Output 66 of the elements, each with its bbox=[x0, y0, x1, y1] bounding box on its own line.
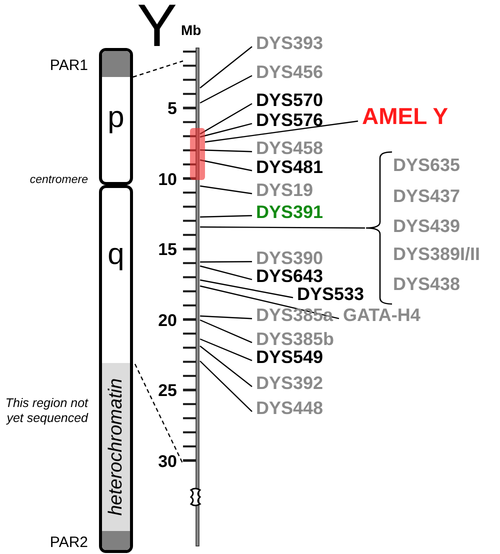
locus-label: DYS549 bbox=[256, 348, 324, 366]
locus-label: DYS458 bbox=[256, 139, 324, 157]
leader-line bbox=[200, 279, 294, 298]
title: Y bbox=[137, 0, 178, 56]
leader-line bbox=[204, 120, 358, 143]
locus-label: DYS576 bbox=[256, 111, 324, 129]
locus-label: DYS481 bbox=[256, 158, 324, 176]
highlight-bar bbox=[190, 128, 205, 180]
chromosome-arm bbox=[99, 48, 133, 185]
leader-line bbox=[200, 185, 252, 194]
leader-line bbox=[200, 315, 252, 320]
locus-label: DYS385a bbox=[256, 306, 334, 324]
leader-line bbox=[200, 346, 252, 388]
locus-label: DYS390 bbox=[256, 249, 324, 267]
band bbox=[102, 531, 130, 550]
tick-label: 15 bbox=[157, 241, 177, 258]
locus-label: DYS448 bbox=[256, 399, 324, 417]
leader-line bbox=[200, 265, 252, 280]
tick-label: 30 bbox=[157, 452, 177, 470]
locus-label: DYS389I/II bbox=[393, 245, 480, 263]
region-label: heterochromatin bbox=[106, 378, 126, 516]
locus-label: DYS533 bbox=[297, 285, 364, 303]
leader-line bbox=[200, 261, 252, 263]
tick-label: 10 bbox=[157, 170, 177, 188]
arm-label: q bbox=[106, 240, 126, 270]
leader-line bbox=[132, 60, 184, 78]
band bbox=[102, 51, 130, 77]
locus-label: DYS456 bbox=[256, 63, 324, 81]
locus-label: DYS392 bbox=[256, 374, 324, 392]
chromosome-arm bbox=[99, 185, 133, 553]
leader-line bbox=[200, 319, 252, 344]
leader-line bbox=[200, 360, 252, 412]
locus-label: DYS438 bbox=[393, 275, 460, 293]
locus-label: AMEL Y bbox=[362, 105, 448, 128]
locus-label: DYS437 bbox=[393, 187, 460, 205]
band-label: PAR2 bbox=[48, 535, 88, 550]
region-label: centromere bbox=[28, 175, 88, 186]
leader-line bbox=[200, 285, 340, 320]
tick-label: 5 bbox=[166, 100, 177, 117]
leader-line bbox=[200, 103, 252, 135]
locus-label: GATA-H4 bbox=[343, 306, 420, 324]
tick-label: 20 bbox=[157, 312, 177, 328]
leader-line bbox=[200, 215, 252, 218]
leader-line bbox=[200, 159, 252, 172]
heterochromatin-band bbox=[102, 363, 130, 531]
leader-line bbox=[134, 364, 184, 464]
locus-label: DYS19 bbox=[256, 181, 314, 199]
leader-line bbox=[200, 226, 365, 229]
leader-line bbox=[200, 149, 252, 152]
leader-line bbox=[200, 75, 252, 104]
locus-label: DYS439 bbox=[393, 217, 460, 235]
leader-line bbox=[200, 338, 252, 362]
leader-line bbox=[200, 123, 252, 138]
locus-label: DYS635 bbox=[393, 156, 460, 174]
arm-label: p bbox=[106, 103, 126, 133]
locus-label: DYS385b bbox=[256, 330, 334, 348]
unit-label: Mb bbox=[181, 23, 202, 37]
locus-label: DYS391 bbox=[256, 203, 324, 221]
band-label: PAR1 bbox=[48, 58, 88, 73]
leader-line bbox=[200, 46, 252, 88]
locus-label: DYS643 bbox=[256, 267, 324, 285]
ruler-drawing bbox=[183, 48, 201, 546]
region-label: This region not yet sequenced bbox=[4, 396, 88, 426]
locus-label: DYS393 bbox=[256, 34, 324, 52]
locus-label: DYS570 bbox=[256, 91, 324, 109]
tick-label: 25 bbox=[157, 382, 177, 399]
